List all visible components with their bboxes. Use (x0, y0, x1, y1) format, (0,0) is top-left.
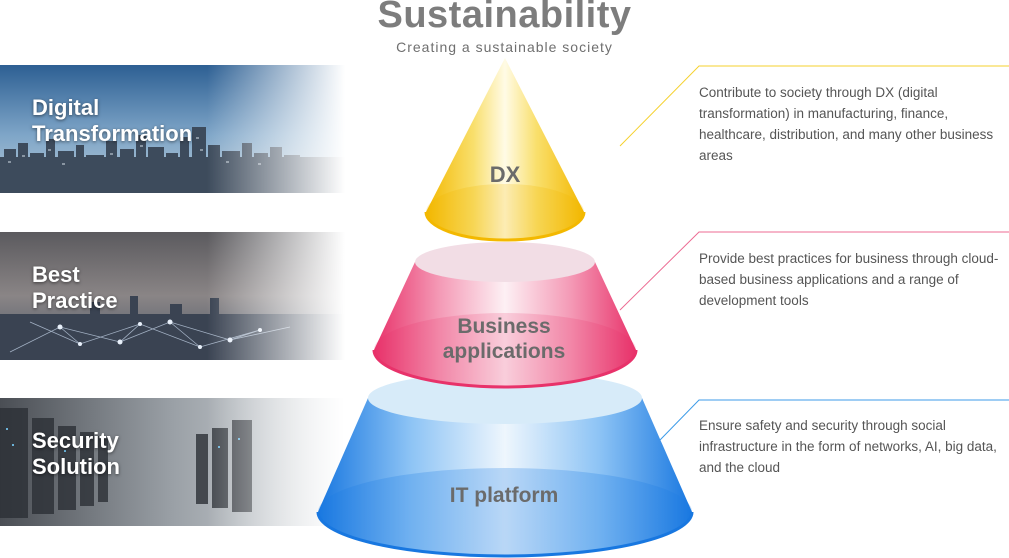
band-best-practice: Best Practice (0, 232, 345, 360)
server-room-photo (0, 398, 345, 526)
description-dx: Contribute to society through DX (digita… (699, 85, 994, 163)
description-it-platform: Ensure safety and security through socia… (699, 418, 997, 475)
page-title: Sustainability (377, 0, 632, 36)
network-city-photo (0, 232, 345, 360)
city-skyline-photo (0, 65, 345, 193)
layer-business-applications (372, 242, 638, 389)
band-label-best-practice: Best Practice (32, 262, 118, 313)
layer-it-platform (316, 372, 694, 558)
band-digital-transformation: Digital Transformation (0, 65, 345, 193)
band-security-solution: Security Solution (0, 398, 345, 526)
band-label-digital-transformation: Digital Transformation (32, 95, 193, 146)
page-subtitle: Creating a sustainable society (396, 39, 613, 55)
layer-dx (424, 58, 586, 242)
description-business-applications: Provide best practices for business thro… (699, 251, 999, 308)
layer-label-dx: DX (489, 162, 521, 187)
layer-label-business-applications: Business applications (442, 315, 566, 363)
connector-line-it (659, 399, 1009, 441)
band-label-security-solution: Security Solution (32, 428, 120, 479)
connector-line-business (619, 231, 1009, 311)
layer-label-it-platform: IT platform (449, 484, 559, 507)
connector-line-dx (619, 65, 1009, 147)
